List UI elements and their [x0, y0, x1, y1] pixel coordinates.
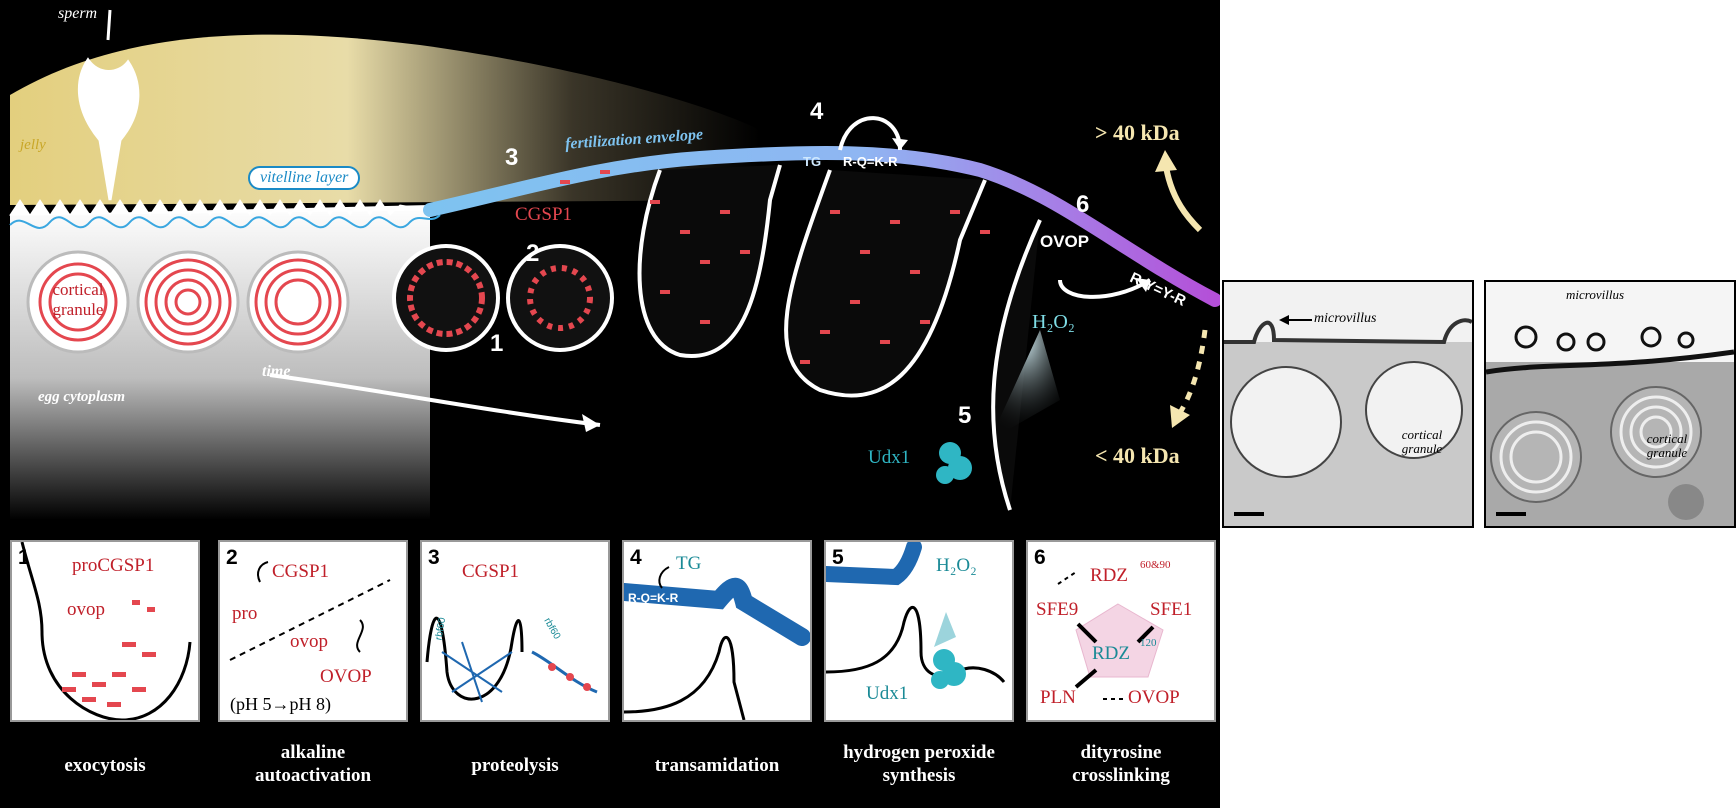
panel-hydrogen-peroxide-synthesis: 5 H₂O₂ Udx1: [824, 540, 1014, 722]
micrograph-1-label-cortical-granule: cortical granule: [1392, 428, 1452, 457]
step-number-2: 2: [526, 242, 539, 266]
panel-4-label-tg: TG: [676, 554, 701, 573]
sperm-label: sperm: [58, 6, 97, 22]
panel-6-label-pln: PLN: [1040, 688, 1076, 707]
panel-2-label-ovop-active: OVOP: [320, 667, 372, 686]
panel-2-label-pro: pro: [232, 604, 257, 623]
panel-1-label-procgsp1: proCGSP1: [72, 556, 154, 575]
micrograph-1-label-microvillus: microvillus: [1314, 312, 1376, 326]
micrograph-2-label-cortical-granule: cortical granule: [1636, 432, 1698, 461]
step-number-4: 4: [810, 100, 823, 124]
micrograph-fertilized: microvillus cortical granule: [1484, 280, 1736, 528]
egg-cytoplasm-label: egg cytoplasm: [38, 390, 125, 405]
panel-3-caption: proteolysis: [420, 755, 610, 778]
panel-4-drawing: [624, 542, 810, 720]
micrograph-2-label-microvillus: microvillus: [1566, 288, 1624, 301]
panel-1-caption: exocytosis: [10, 755, 200, 778]
gt40-label: > 40 kDa: [1095, 122, 1180, 144]
cortical-granule-2: [138, 252, 238, 352]
panel-2-label-ovop: ovop: [290, 632, 328, 651]
panel-6-label-rdz120: RDZ: [1092, 644, 1130, 663]
panel-5-label-h2o2: H₂O₂: [936, 556, 977, 575]
panel-4-caption: transamidation: [622, 755, 812, 778]
cortical-granule-5: [508, 246, 612, 350]
panel-1-label-ovop: ovop: [67, 600, 105, 619]
micrograph-2-granule-left: [1491, 412, 1581, 502]
panel-2-caption: alkaline autoactivation: [218, 742, 408, 788]
panel-proteolysis: 3 CGSP1 rbf60 rbf60: [420, 540, 610, 722]
panel-6-label-rdz120-sup: 120: [1140, 638, 1157, 649]
ovop-label: OVOP: [1040, 233, 1089, 250]
tg-label: TG: [803, 155, 821, 168]
panel-alkaline-autoactivation: 2 CGSP1 pro ovop OVOP (pH 5→pH 8): [218, 540, 408, 722]
panel-4-label-rqkr: R-Q=K-R: [628, 592, 678, 604]
panel-6-label-rdz-sup: 60&90: [1140, 560, 1171, 571]
panel-2-label-cgsp1: CGSP1: [272, 562, 329, 581]
panel-6-label-ovop: OVOP: [1128, 688, 1180, 707]
vitelline-layer-label: vitelline layer: [248, 166, 360, 190]
step-number-3: 3: [505, 146, 518, 170]
crosslink-rqkr-label: R-Q=K-R: [843, 155, 898, 168]
panel-5-label-udx1: Udx1: [866, 684, 908, 703]
panel-5-drawing: [826, 542, 1012, 720]
panel-6-label-sfe9: SFE9: [1036, 600, 1078, 619]
panel-exocytosis: 1 proCGSP1 ovop: [10, 540, 200, 722]
cortical-granule-3: [248, 252, 348, 352]
step-number-6: 6: [1076, 193, 1089, 217]
time-label: time: [262, 364, 290, 380]
lt40-label: < 40 kDa: [1095, 445, 1180, 467]
panel-dityrosine-crosslinking: 6 RDZ 60&90 SFE9 SFE1 RDZ 120 PLN OVOP: [1026, 540, 1216, 722]
panel-2-label-ph: (pH 5→pH 8): [230, 695, 331, 713]
panel-6-label-rdz: RDZ: [1090, 566, 1128, 585]
step-number-5: 5: [958, 404, 971, 428]
micrograph-1-granule-left: [1231, 367, 1341, 477]
h2o2-label: H₂O₂: [1032, 312, 1075, 332]
panel-3-label-cgsp1: CGSP1: [462, 562, 519, 581]
step-number-1: 1: [490, 332, 503, 356]
micrograph-unfertilized: microvillus cortical granule: [1222, 280, 1474, 528]
panel-6-label-sfe1: SFE1: [1150, 600, 1192, 619]
cortical-granule-label: cortical granule: [38, 280, 118, 319]
udx1-label: Udx1: [868, 448, 910, 467]
panel-6-caption: dityrosine crosslinking: [1026, 742, 1216, 788]
panel-transamidation: 4 TG R-Q=K-R: [622, 540, 812, 722]
jelly-label: jelly: [20, 138, 46, 153]
panel-5-caption: hydrogen peroxide synthesis: [824, 742, 1014, 788]
cgsp1-label: CGSP1: [515, 205, 572, 224]
micrograph-2-drawing: [1486, 282, 1734, 526]
